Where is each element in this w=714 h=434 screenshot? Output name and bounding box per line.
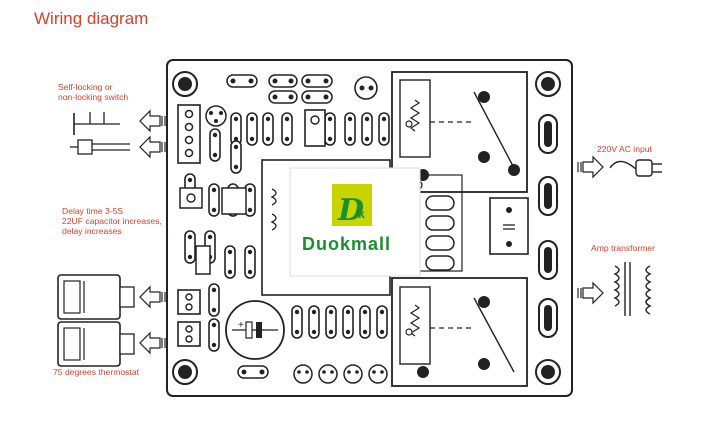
delay-label-line2: 22UF capacitor increases, (62, 215, 162, 226)
switch-arrow-top (139, 110, 166, 132)
thermostat-arrow-bottom (139, 332, 166, 354)
switch-label: Self-locking or non-locking switch (58, 82, 129, 103)
terminal-slot (538, 298, 558, 338)
svg-text:k: k (358, 207, 365, 221)
brand-text: Duokmall (302, 234, 392, 254)
mount-hole-bl (172, 359, 198, 385)
terminal-slot (538, 240, 558, 280)
mount-hole-br (535, 359, 561, 385)
mount-hole-tl (172, 71, 198, 97)
svg-text:+: + (238, 320, 244, 331)
switch-label-line1: Self-locking or (58, 82, 113, 92)
thermostat-arrow-top (139, 286, 166, 308)
delay-label-line1: Delay time 3-5S (62, 206, 124, 216)
switch-label-line2: non-locking switch (58, 91, 129, 102)
thermostat-icon (57, 274, 135, 367)
top-pads (226, 74, 378, 104)
ac-input-label: 220V AC input (597, 144, 652, 154)
transformer-arrow (577, 282, 604, 304)
delay-label-line3: delay increases (62, 225, 122, 236)
relay-bottom (391, 277, 528, 387)
middle-terminals (406, 174, 529, 272)
delay-label: Delay time 3-5S 22UF capacitor increases… (62, 206, 162, 237)
bottom-transistors (293, 364, 388, 384)
ac-plug-icon (609, 159, 662, 177)
svg-text:D: D (337, 193, 364, 228)
amp-transformer-label: Amp transformer (591, 243, 655, 253)
thermostat-label: 75 degrees thermostat (53, 367, 139, 377)
duokmall-logo-icon: D k (332, 184, 372, 228)
switch-arrow-bottom (139, 136, 166, 158)
diagram-title: Wiring diagram (34, 9, 149, 28)
ac-input-arrow (577, 156, 604, 178)
switch-icon (70, 112, 130, 155)
terminal-slot (538, 176, 558, 216)
mount-hole-tr (535, 71, 561, 97)
switch-connector (177, 104, 201, 164)
transformer-icon (613, 262, 652, 316)
terminal-slot (538, 114, 558, 154)
